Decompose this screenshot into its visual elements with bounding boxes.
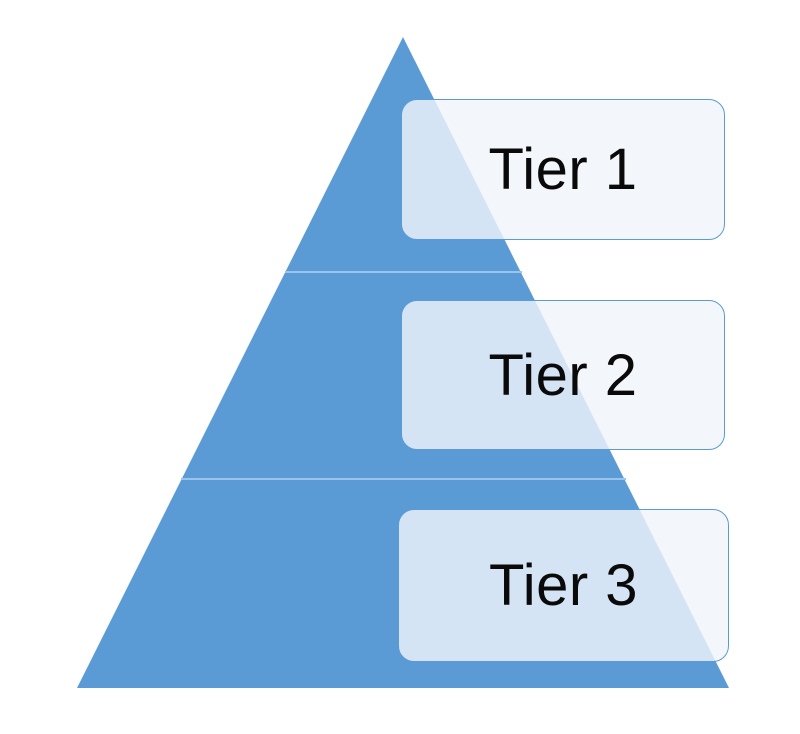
tier-2-box: Tier 2 — [401, 300, 725, 450]
tier-2-label: Tier 2 — [488, 342, 638, 408]
tier-3-label: Tier 3 — [488, 553, 639, 618]
tier-3-box: Tier 3 — [398, 509, 729, 662]
tier-1-box: Tier 1 — [401, 99, 725, 240]
tier-1-label: Tier 1 — [488, 137, 638, 202]
